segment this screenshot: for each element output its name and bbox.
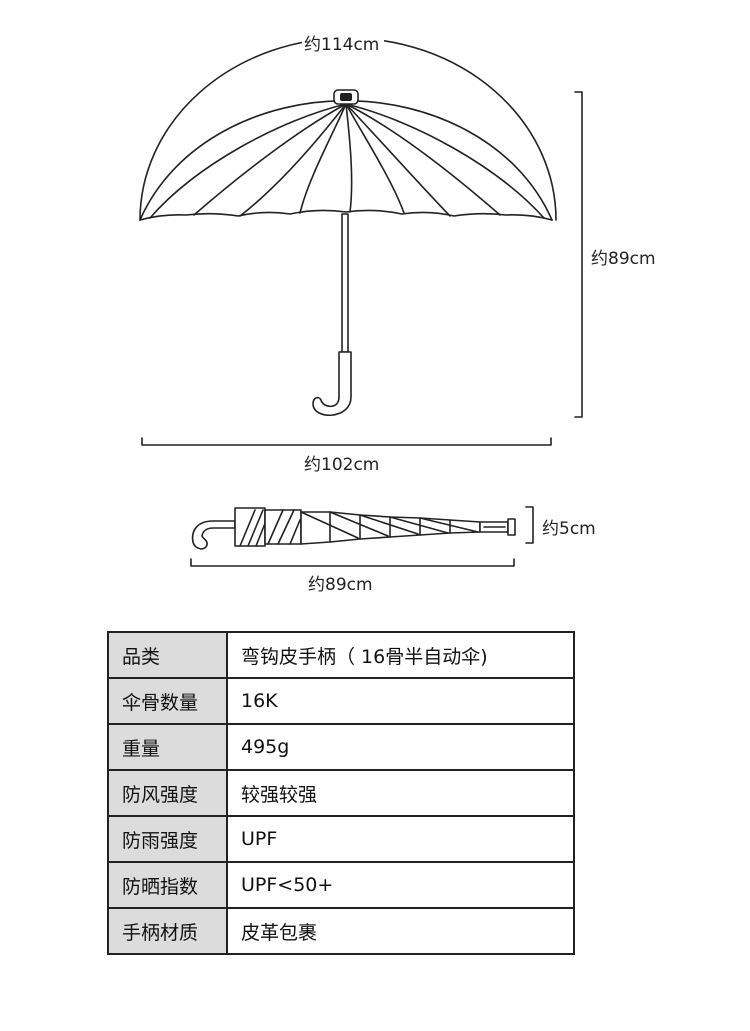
spec-value-rain-resistance: UPF: [226, 815, 575, 863]
table-row: 防晒指数 UPF<50+: [107, 861, 575, 909]
table-row: 伞骨数量 16K: [107, 677, 575, 725]
closed-umbrella-handle: [191, 520, 236, 550]
canopy-rib: [345, 103, 451, 217]
umbrella-shaft: [341, 213, 349, 353]
closed-length-dimension-line: [190, 558, 515, 567]
canopy-rib: [149, 103, 347, 219]
table-row: 品类 弯钩皮手柄（ 16骨半自动伞): [107, 631, 575, 679]
open-width-label: 约102cm: [304, 455, 379, 475]
spec-label-sun-protection: 防晒指数: [107, 861, 228, 909]
canopy-rib: [193, 103, 347, 216]
table-row: 防雨强度 UPF: [107, 815, 575, 863]
closed-length-label: 约89cm: [308, 575, 373, 595]
umbrella-canopy: [139, 100, 553, 221]
canopy-rib: [345, 103, 353, 213]
canopy-rib: [299, 103, 347, 214]
spec-value-rib-count: 16K: [226, 677, 575, 725]
spec-label-category: 品类: [107, 631, 228, 679]
closed-umbrella-tip: [507, 518, 516, 536]
table-row: 手柄材质 皮革包裹: [107, 907, 575, 955]
spec-label-weight: 重量: [107, 723, 228, 771]
spec-table: 品类 弯钩皮手柄（ 16骨半自动伞) 伞骨数量 16K 重量 495g 防风强度…: [107, 631, 575, 955]
table-row: 防风强度 较强较强: [107, 769, 575, 817]
canopy-bottom-edge: [139, 209, 553, 221]
spec-label-rain-resistance: 防雨强度: [107, 815, 228, 863]
umbrella-diagram: 约114cm 约89cm 约102cm 约5cm 约89cm: [139, 34, 656, 595]
height-dimension-line: [574, 91, 583, 418]
canopy-rib: [345, 103, 405, 214]
spec-label-wind-resistance: 防风强度: [107, 769, 228, 817]
width-dimension-line: [141, 437, 552, 446]
spec-label-rib-count: 伞骨数量: [107, 677, 228, 725]
canopy-rib: [345, 103, 545, 219]
diameter-dimension-line: [525, 506, 534, 544]
spec-value-handle-material: 皮革包裹: [226, 907, 575, 955]
spec-value-weight: 495g: [226, 723, 575, 771]
closed-diameter-label: 约5cm: [542, 519, 596, 539]
open-height-label: 约89cm: [591, 249, 656, 269]
umbrella-handle: [312, 351, 352, 417]
table-row: 重量 495g: [107, 723, 575, 771]
spec-value-wind-resistance: 较强较强: [226, 769, 575, 817]
spec-value-sun-protection: UPF<50+: [226, 861, 575, 909]
spec-value-category: 弯钩皮手柄（ 16骨半自动伞): [226, 631, 575, 679]
spec-label-handle-material: 手柄材质: [107, 907, 228, 955]
canopy-rib: [345, 103, 501, 216]
canopy-rib: [239, 103, 347, 217]
arc-length-label: 约114cm: [304, 35, 379, 55]
